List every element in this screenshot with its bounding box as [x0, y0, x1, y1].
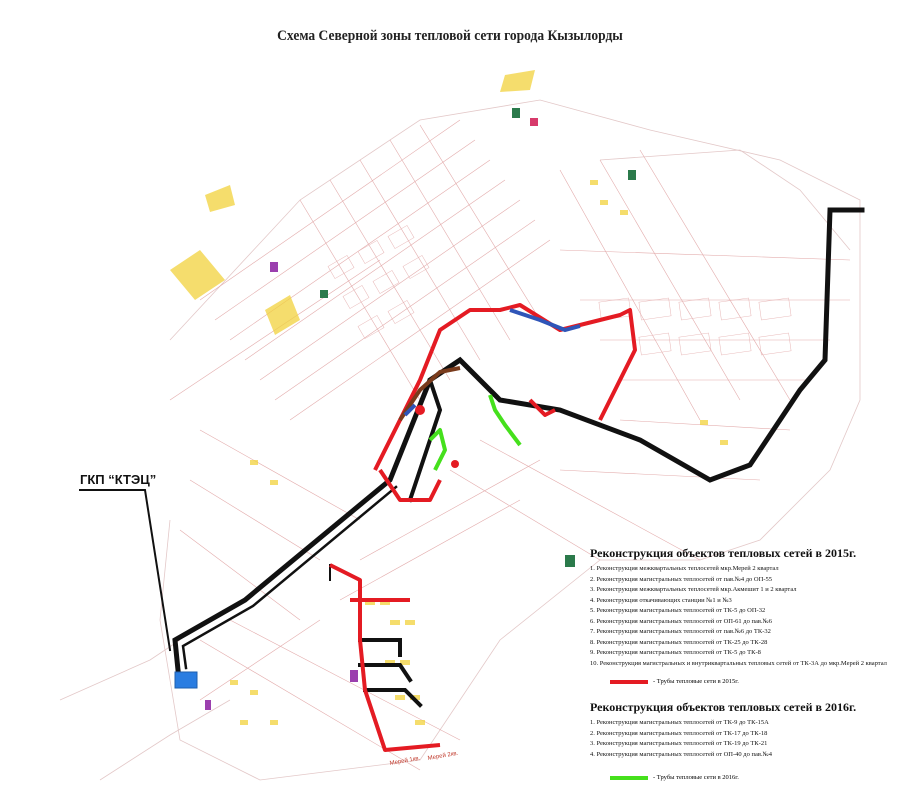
map-title: Схема Северной зоны тепловой сети города… — [277, 28, 623, 44]
legend-2016-item: 4. Реконструкция магистральных теплосете… — [590, 750, 772, 758]
legend-2016-item: 3. Реконструкция магистральных теплосете… — [590, 740, 768, 747]
legend-2016-heading: Реконструкция объектов тепловых сетей в … — [590, 700, 857, 714]
legend-2015-key-label: - Трубы тепловые сети в 2015г. — [653, 678, 739, 685]
legend-2015-item: 1. Реконструкция межквартальных теплосет… — [590, 565, 779, 572]
facility-markers — [205, 108, 636, 710]
legend-2016-key: - Трубы тепловые сети в 2016г. — [610, 774, 739, 781]
legend-2016-key-label: - Трубы тепловые сети в 2016г. — [653, 774, 739, 781]
legend-2015-item: 2. Реконструкция магистральных теплосете… — [590, 575, 772, 583]
legend-2016: Реконструкция объектов тепловых сетей в … — [590, 700, 856, 760]
blue-segment — [509, 308, 581, 333]
legend-2015-list: 1. Реконструкция межквартальных теплосет… — [590, 564, 887, 669]
street-label-merey-1: Мерей 1кв. — [389, 755, 421, 767]
legend-2015-swatch — [610, 679, 648, 684]
legend-2016-swatch — [610, 775, 648, 780]
legend-2015: Реконструкция объектов тепловых сетей в … — [590, 546, 887, 669]
legend-2015-item: 7. Реконструкция магистральных теплосете… — [590, 628, 771, 635]
legend-2015-item: 4. Реконструкция откачивающих станции №1… — [590, 596, 732, 604]
legend-2015-item: 9. Реконструкция магистральных теплосете… — [590, 649, 761, 656]
legend-2016-list: 1. Реконструкция магистральных теплосете… — [590, 718, 856, 760]
buildings — [170, 70, 728, 725]
brown-segment — [398, 366, 461, 422]
legend-2015-item: 8. Реконструкция магистральных теплосете… — [590, 638, 768, 646]
legend-2015-item: 3. Реконструкция межквартальных теплосет… — [590, 586, 797, 593]
legend-2015-item: 6. Реконструкция магистральных теплосете… — [590, 617, 772, 625]
legend-2016-item: 1. Реконструкция магистральных теплосете… — [590, 719, 769, 726]
legend-2015-item: 10. Реконструкция магистральных и внутри… — [590, 659, 887, 667]
street-label-merey-2: Мерей 2кв. — [427, 750, 459, 762]
reconstruction-2015-pipes — [329, 303, 637, 752]
legend-2015-item: 5. Реконструкция магистральных теплосете… — [590, 607, 766, 614]
ktec-source-block — [174, 671, 198, 689]
city-blocks — [327, 225, 792, 356]
legend-2015-heading: Реконструкция объектов тепловых сетей в … — [590, 546, 857, 560]
legend-2016-item: 2. Реконструкция магистральных теплосете… — [590, 729, 768, 737]
street-grid — [169, 119, 851, 771]
ktec-label: ГКП “КТЭЦ” — [80, 472, 157, 487]
legend-2015-key: - Трубы тепловые сети в 2015г. — [610, 678, 739, 685]
blue-segment-small — [403, 403, 417, 417]
reconstruction-2016-pipes — [428, 394, 522, 471]
